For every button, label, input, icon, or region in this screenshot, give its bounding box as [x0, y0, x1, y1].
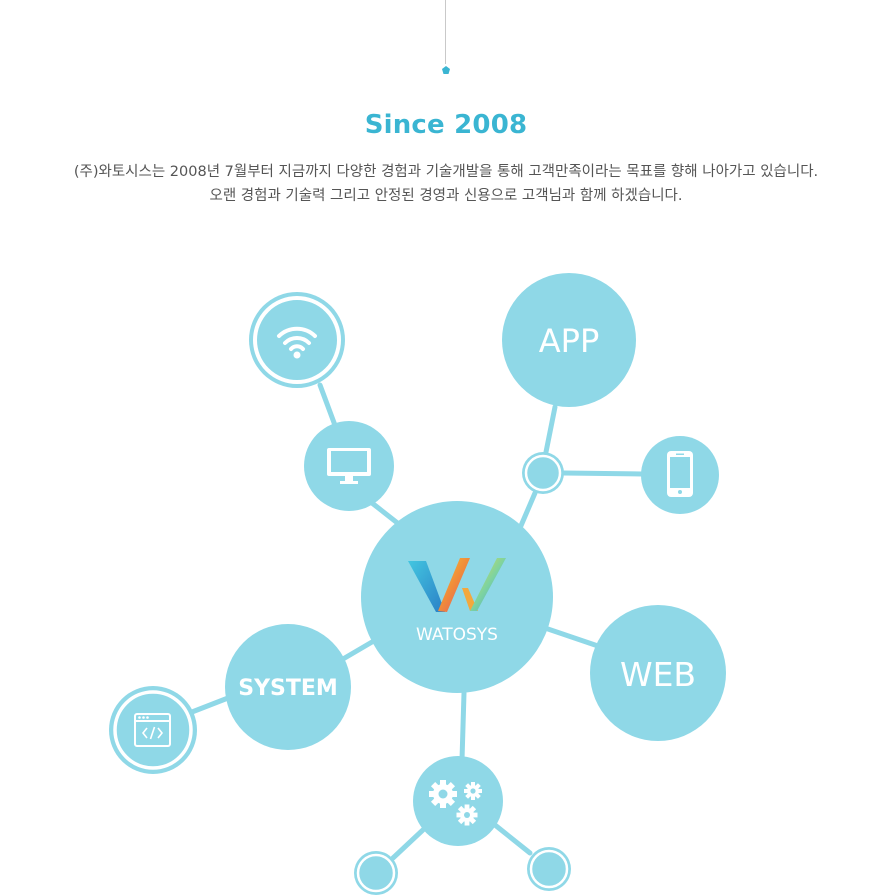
app-bubble[interactable]: APP — [502, 273, 636, 407]
description-line-2: 오랜 경험과 기술력 그리고 안정된 경영과 신용으로 고객님과 함께 하겠습니… — [209, 188, 683, 204]
section-title: Since 2008 — [364, 110, 528, 140]
watosys-center-bubble[interactable]: WATOSYS — [361, 501, 553, 693]
code-window-bubble[interactable] — [109, 686, 197, 774]
code-window-icon — [134, 713, 171, 747]
top-pentagon-marker — [442, 66, 450, 74]
bottom-left-node — [354, 851, 398, 895]
monitor-icon — [327, 448, 371, 484]
bottom-right-node — [527, 847, 571, 891]
monitor-bubble[interactable] — [304, 421, 394, 511]
line-wifi-monitor — [317, 382, 339, 431]
line-system-code — [189, 695, 231, 715]
web-bubble[interactable]: WEB — [590, 605, 726, 741]
smartphone-icon — [667, 451, 693, 497]
web-label: WEB — [620, 655, 696, 694]
system-bubble[interactable]: SYSTEM — [225, 624, 351, 750]
top-connector-line — [445, 0, 446, 64]
line-app-node — [543, 404, 558, 455]
line-monitor-center — [369, 500, 403, 528]
line-center-gears — [459, 690, 467, 763]
wifi-bubble[interactable] — [249, 292, 345, 388]
gears-icon — [429, 780, 482, 826]
line-gears-right — [492, 822, 533, 856]
description-line-1: (주)와토시스는 2008년 7월부터 지금까지 다양한 경험과 기술개발을 통… — [73, 164, 819, 180]
watosys-logo — [408, 558, 506, 612]
center-label: WATOSYS — [416, 625, 498, 645]
app-label: APP — [539, 322, 599, 360]
line-gears-left — [390, 825, 428, 861]
smartphone-bubble[interactable] — [641, 436, 719, 514]
connector-lines — [189, 382, 645, 861]
app-connector-node — [522, 452, 564, 494]
line-node-phone — [560, 470, 645, 477]
line-center-web — [542, 625, 601, 649]
wifi-icon — [277, 326, 317, 359]
line-center-system — [340, 639, 375, 662]
line-node-center — [517, 490, 538, 531]
gears-bubble[interactable] — [413, 756, 503, 846]
system-label: SYSTEM — [238, 676, 338, 701]
